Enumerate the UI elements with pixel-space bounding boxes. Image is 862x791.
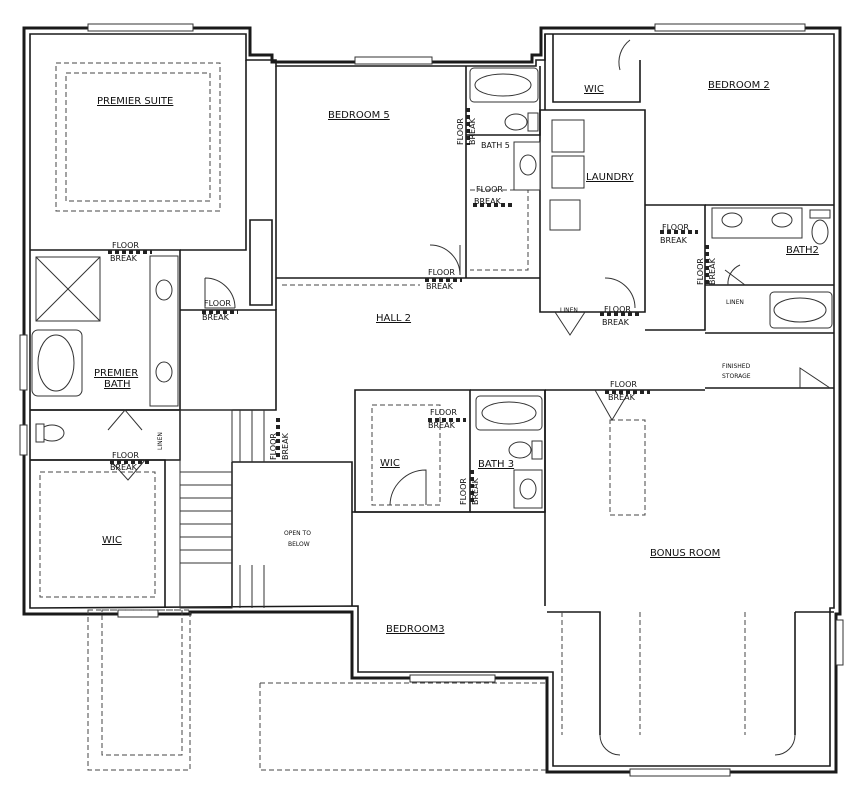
label-hall-2: HALL 2 — [376, 313, 411, 324]
label-wic-center: WIC — [380, 458, 400, 469]
floor-break-label: BREAK — [202, 313, 230, 322]
label-laundry: LAUNDRY — [586, 172, 634, 183]
windows — [19, 23, 844, 777]
label-bedroom-5: BEDROOM 5 — [328, 110, 390, 121]
door-swings — [107, 39, 831, 756]
floor-break-label: FLOOR — [476, 185, 503, 194]
floor-break-label: FLOOR — [269, 433, 278, 460]
label-bath-5: BATH 5 — [481, 141, 510, 150]
floor-break-label: FLOOR — [112, 241, 139, 250]
floor-break-label: BREAK — [471, 477, 480, 505]
floor-break-label: BREAK — [608, 393, 636, 402]
floor-break-label: FLOOR — [204, 299, 231, 308]
floor-break-label: FLOOR — [428, 268, 455, 277]
label-finished-storage-2: STORAGE — [722, 373, 751, 380]
room-labels: PREMIER SUITE BEDROOM 5 BEDROOM 2 WIC BA… — [94, 80, 819, 635]
floor-break-label: BREAK — [428, 421, 456, 430]
floor-break-label: FLOOR — [430, 408, 457, 417]
floor-break-label: BREAK — [474, 197, 502, 206]
floor-break-label: BREAK — [468, 117, 477, 145]
label-linen-laundry: LINEN — [560, 307, 578, 314]
label-bedroom-3: BEDROOM3 — [386, 624, 445, 635]
floor-break-markers — [108, 108, 709, 505]
label-premier-bath-2: BATH — [104, 379, 131, 390]
exterior-walls — [22, 26, 842, 774]
floor-break-label: FLOOR — [456, 118, 465, 145]
floor-break-label: BREAK — [110, 463, 138, 472]
floor-break-label: FLOOR — [604, 305, 631, 314]
dashed-outlines — [39, 62, 746, 771]
label-linen-bath-2: LINEN — [726, 299, 744, 306]
label-wic-premier: WIC — [102, 535, 122, 546]
floor-break-label: FLOOR — [610, 380, 637, 389]
floor-break-labels: FLOOR BREAK FLOOR BREAK FLOOR BREAK FLOO… — [110, 117, 717, 505]
label-linen-premier: LINEN — [157, 432, 164, 450]
label-open-to-below-1: OPEN TO — [284, 530, 311, 537]
label-bath-2: BATH2 — [786, 245, 819, 256]
floor-break-label: FLOOR — [112, 451, 139, 460]
label-premier-bath-1: PREMIER — [94, 368, 138, 379]
floor-break-label: FLOOR — [459, 478, 468, 505]
floor-break-label: FLOOR — [696, 258, 705, 285]
fixtures — [31, 67, 833, 509]
floor-break-label: BREAK — [660, 236, 688, 245]
staircase — [179, 409, 265, 609]
label-wic-bedroom-2: WIC — [584, 84, 604, 95]
label-bedroom-2: BEDROOM 2 — [708, 80, 770, 91]
label-bath-3: BATH 3 — [478, 459, 514, 470]
label-finished-storage-1: FINISHED — [722, 363, 751, 370]
floor-break-label: BREAK — [110, 254, 138, 263]
floor-break-label: BREAK — [708, 257, 717, 285]
label-open-to-below-2: BELOW — [288, 541, 310, 548]
floor-break-label: BREAK — [602, 318, 630, 327]
label-bonus-room: BONUS ROOM — [650, 548, 720, 559]
floor-break-label: BREAK — [426, 282, 454, 291]
label-premier-suite: PREMIER SUITE — [97, 96, 173, 107]
floor-break-label: BREAK — [281, 432, 290, 460]
floor-break-label: FLOOR — [662, 223, 689, 232]
